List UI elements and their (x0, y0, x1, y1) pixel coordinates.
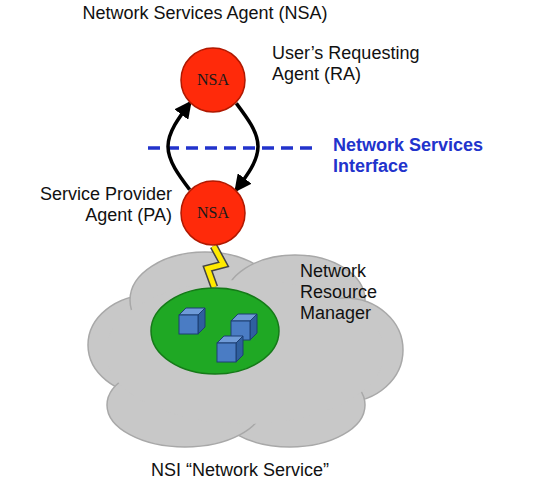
connector-group (236, 103, 258, 189)
ellipse-outline (150, 287, 280, 375)
agent-name: NSA (197, 204, 229, 223)
resource-cube (217, 336, 243, 362)
resource-manager-ellipse: Network Resource Manager (150, 287, 280, 375)
request-arrow (236, 103, 258, 189)
interface-dashed-line (148, 146, 318, 150)
circle-outline (181, 181, 245, 245)
circle-outline (181, 48, 245, 112)
agent-role-label: User’s Requesting Agent (RA) (272, 43, 437, 85)
connector-group (208, 246, 224, 287)
resource-cube (179, 308, 205, 334)
agent-name: NSA (197, 71, 229, 90)
diagram-title: Network Services Agent (NSA) (40, 3, 370, 24)
agent-role-label: Service Provider Agent (PA) (10, 184, 172, 226)
agent-circle: NSAService Provider Agent (PA) (180, 180, 246, 246)
lightning-connector (208, 246, 224, 287)
diagram-caption: NSI “Network Service” (60, 460, 420, 481)
lightning-outline (208, 246, 224, 287)
agent-circle: NSAUser’s Requesting Agent (RA) (180, 47, 246, 113)
circle-body: NSA (180, 180, 246, 246)
cloud (88, 252, 403, 447)
connector-group (168, 103, 190, 189)
manager-heading: Network Resource Manager (300, 261, 440, 325)
ellipse-outline (151, 288, 279, 374)
interface-label: Network Services Interface (333, 135, 493, 177)
request-arrow (168, 103, 190, 189)
circle-body: NSA (180, 47, 246, 113)
